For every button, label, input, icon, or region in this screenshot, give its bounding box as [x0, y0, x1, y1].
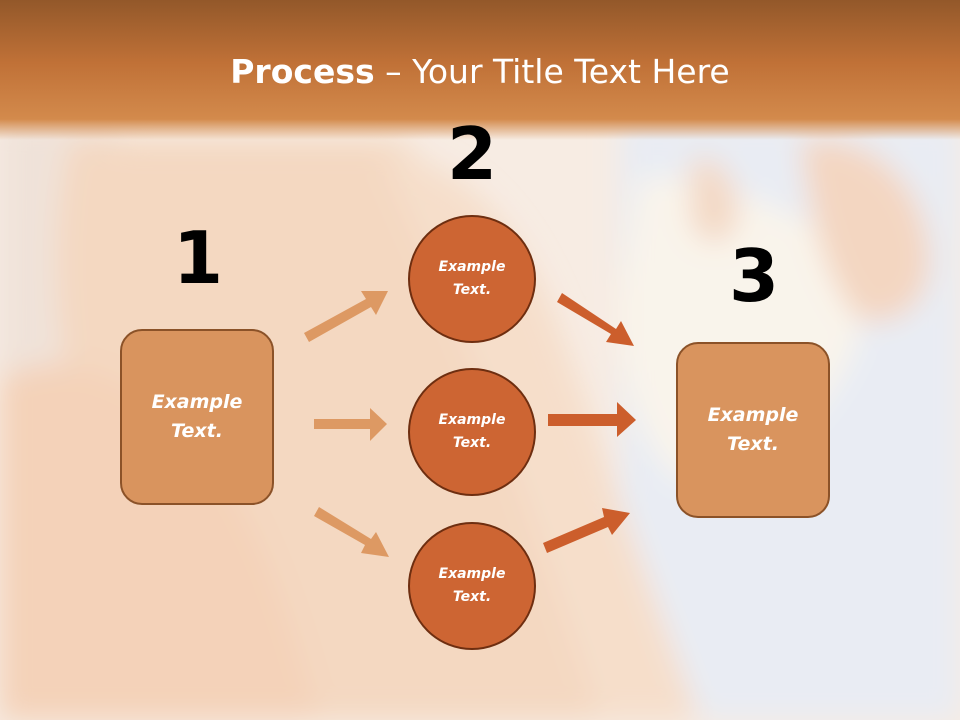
slide-title: Process – Your Title Text Here	[0, 52, 960, 91]
arrow-bottom-to-3	[543, 508, 630, 553]
step-3-box: Example Text.	[676, 342, 830, 518]
arrow-top-to-3	[557, 293, 634, 346]
step-1-box: Example Text.	[120, 329, 274, 505]
circle-top-text: Example Text.	[438, 259, 506, 298]
step-3-text: Example Text.	[707, 404, 799, 455]
circle-middle: Example Text.	[408, 368, 536, 496]
step-number-3: 3	[728, 234, 780, 318]
circle-middle-text: Example Text.	[438, 412, 506, 451]
arrow-middle-to-3	[548, 402, 636, 437]
title-bold-part: Process	[230, 52, 375, 91]
step-number-2: 2	[446, 112, 498, 196]
title-rest-part: – Your Title Text Here	[374, 52, 730, 91]
circle-bottom: Example Text.	[408, 522, 536, 650]
circle-top: Example Text.	[408, 215, 536, 343]
arrow-1-to-middle	[314, 408, 387, 441]
step-number-1: 1	[172, 216, 224, 300]
title-banner	[0, 0, 960, 140]
arrow-1-to-bottom	[314, 507, 389, 557]
step-1-text: Example Text.	[151, 391, 243, 442]
arrow-1-to-top	[304, 291, 388, 342]
circle-bottom-text: Example Text.	[438, 566, 506, 605]
